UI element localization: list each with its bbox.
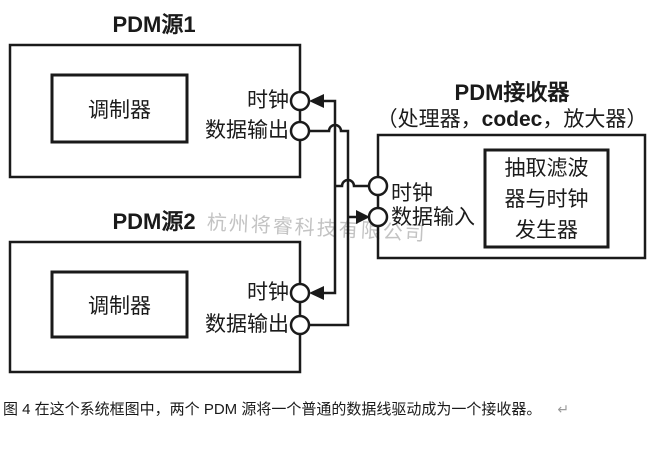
decimation-filter-label: 抽取滤波 器与时钟 发生器 [485,153,608,246]
receiver-data-arrowhead-icon [356,210,370,224]
receiver-subtitle: （处理器，codec，放大器） [366,108,650,132]
receiver-subtitle-prefix: （处理器， [376,108,482,131]
source1-clock-arrowhead-icon [309,94,324,108]
source2-clock-arrowhead-icon [309,286,324,300]
paragraph-return-icon: ↵ [557,401,570,417]
source1-title: PDM源1 [112,12,196,37]
source1-data-label: 数据输出 [205,119,289,142]
receiver-data-label: 数据输入 [391,206,475,229]
source2-modulator-label: 调制器 [88,294,151,318]
receiver-clock-terminal [367,175,389,197]
block-diagram [8,43,647,374]
decimation-filter-line3: 发生器 [515,219,578,242]
decimation-filter-line1: 抽取滤波 [504,157,589,180]
boxes [8,43,647,374]
decimation-filter-line2: 器与时钟 [504,188,589,211]
source2-clock-terminal [289,282,311,304]
receiver-box [376,133,647,260]
receiver-title: PDM接收器 [454,80,570,105]
figure-caption-text: 图 4 在这个系统框图中，两个 PDM 源将一个普通的数据线驱动成为一个接收器。 [3,401,542,418]
receiver-data-terminal [367,206,389,228]
terminals [289,90,389,336]
source2-box [8,240,302,374]
source2-modulator-box [50,270,189,339]
decimation-filter-box [483,148,610,249]
source2-data-label: 数据输出 [205,313,289,336]
source1-modulator-label: 调制器 [88,98,151,122]
source2-clock-label: 时钟 [247,281,289,304]
receiver-subtitle-codec: codec [481,108,543,131]
receiver-clock-wire [335,178,370,188]
figure-caption: 图 4 在这个系统框图中，两个 PDM 源将一个普通的数据线驱动成为一个接收器。… [3,399,647,420]
data-bus-wire [309,123,350,327]
source2-title: PDM源2 [112,209,196,234]
source1-data-terminal [289,120,311,142]
source2-data-terminal [289,314,311,336]
receiver-clock-label: 时钟 [391,182,433,205]
source1-modulator-box [50,73,189,144]
receiver-subtitle-suffix: ，放大器） [542,108,648,131]
source1-clock-terminal [289,90,311,112]
clock-bus-wire [323,99,337,295]
wires [309,99,370,327]
arrowheads [309,94,370,300]
source1-clock-label: 时钟 [247,89,289,112]
